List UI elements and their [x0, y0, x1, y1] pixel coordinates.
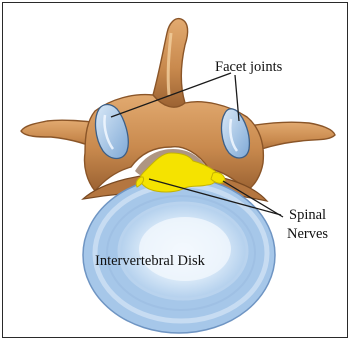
facet-joints-label: Facet joints: [215, 59, 283, 75]
diagram-frame: Facet joints Spinal Nerves Intervertebra…: [2, 2, 348, 338]
intervertebral-disk-label: Intervertebral Disk: [95, 253, 206, 269]
spinal-nerves-label-line1: Spinal: [289, 207, 326, 223]
vertebra-illustration: Facet joints Spinal Nerves Intervertebra…: [3, 3, 347, 337]
spinal-nerves-label-line2: Nerves: [287, 226, 328, 242]
